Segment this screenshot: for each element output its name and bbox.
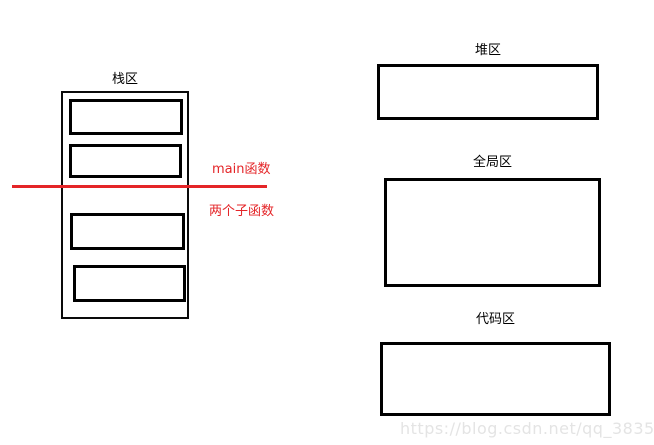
code-area-box bbox=[380, 342, 611, 416]
stack-frame bbox=[69, 144, 182, 178]
stack-frame bbox=[69, 99, 183, 135]
main-function-annotation: main函数 bbox=[212, 162, 271, 177]
stack-area-label: 栈区 bbox=[111, 72, 138, 87]
sub-functions-annotation: 两个子函数 bbox=[209, 204, 275, 219]
stack-frame bbox=[70, 213, 185, 250]
divider-line bbox=[12, 185, 267, 188]
global-area-label: 全局区 bbox=[472, 155, 512, 170]
code-area-label: 代码区 bbox=[475, 312, 515, 327]
stack-frame bbox=[73, 265, 186, 302]
global-area-box bbox=[384, 178, 601, 287]
heap-area-label: 堆区 bbox=[474, 43, 501, 58]
heap-area-box bbox=[377, 64, 599, 120]
watermark-url: https://blog.csdn.net/qq_38351824 bbox=[400, 419, 654, 438]
